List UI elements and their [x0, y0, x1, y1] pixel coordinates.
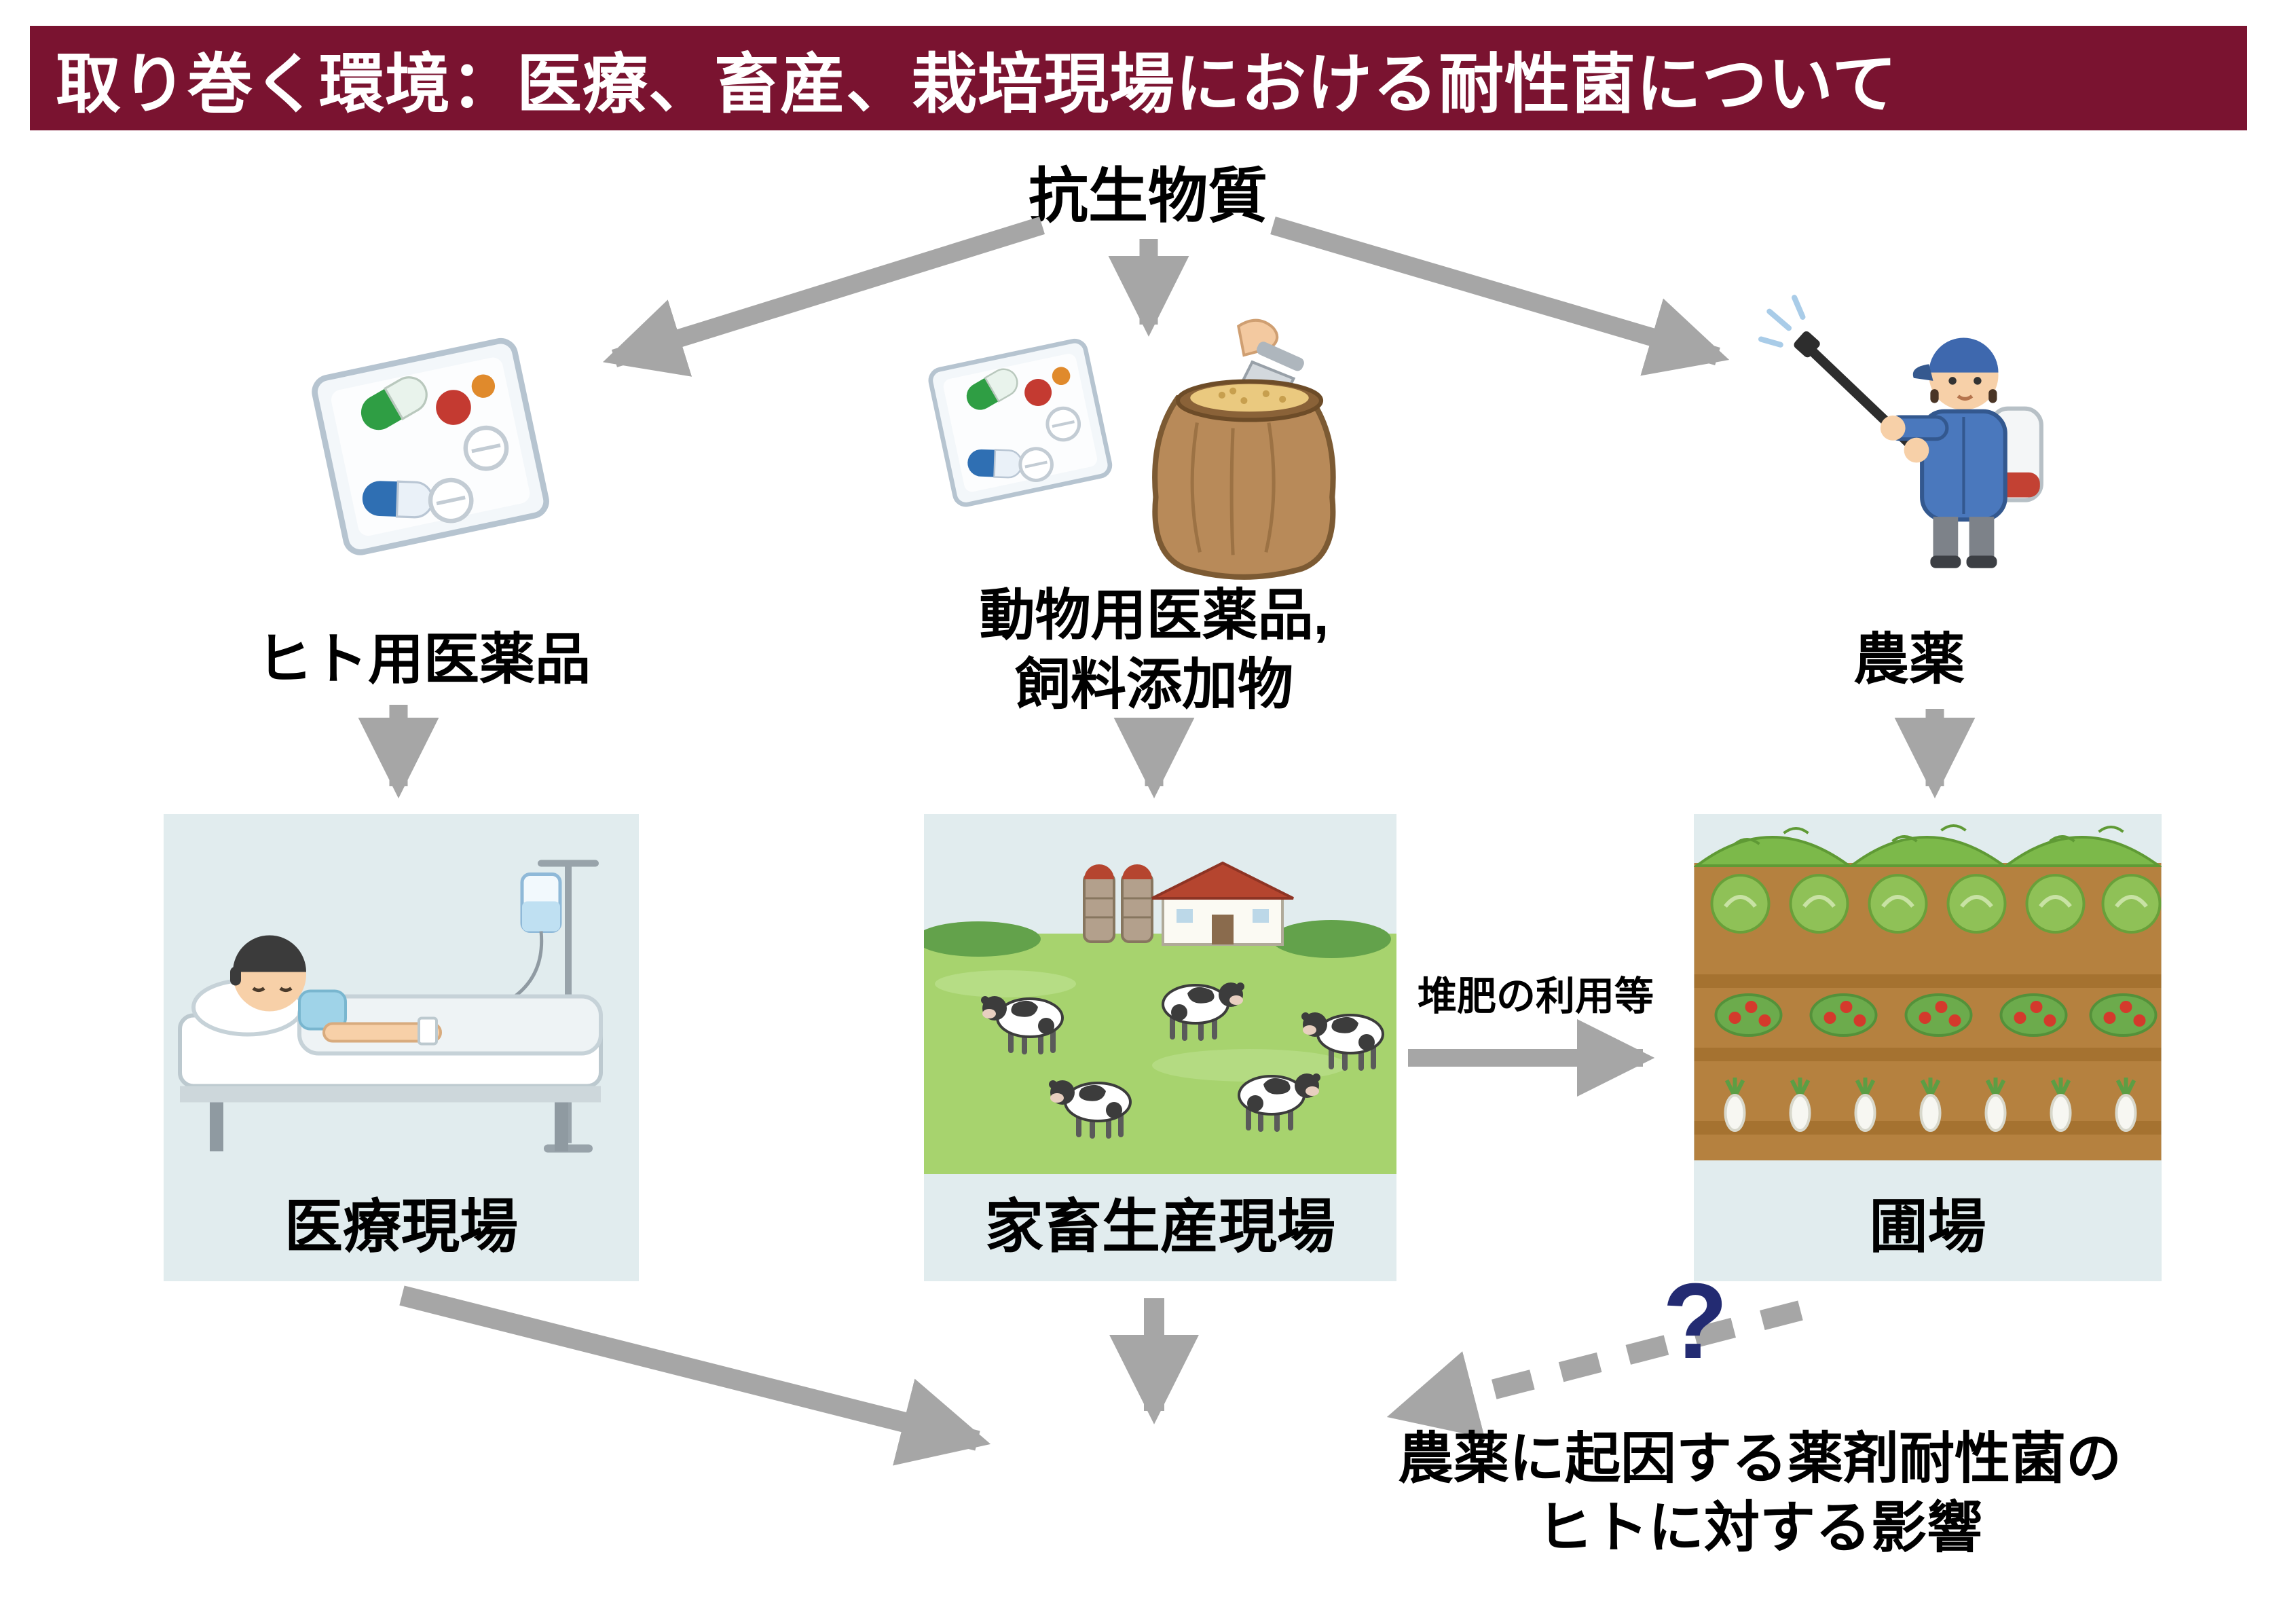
compost-use-label: 堆肥の利用等 [1417, 974, 1654, 1018]
pesticide-sprayer-farmer-icon [1758, 292, 2077, 574]
page-title: 取り巻く環境：医療、畜産、栽培現場における耐性菌について [56, 48, 1898, 121]
medicine-package-icon [285, 325, 577, 574]
arrow-medical-site-to-bottom [399, 1285, 991, 1466]
antibiotics-label: 抗生物質 [1028, 162, 1268, 229]
medicine-package-svg [312, 337, 549, 555]
spray-lines [1758, 295, 1806, 348]
field-site-box: 圃場 [1694, 814, 2162, 1281]
medicine-package-and-feed-sack-icon [913, 307, 1354, 585]
livestock-site-box: 家畜生産現場 [924, 814, 1396, 1281]
farmer-figure [1880, 337, 2043, 568]
cabbage-row [1710, 874, 2162, 934]
pesticide-label: 農薬 [1853, 629, 1965, 691]
field-site-label: 圃場 [1869, 1194, 1986, 1260]
pesticide-impact-note-line1: 農薬に起因する薬剤耐性菌の [1397, 1428, 2122, 1490]
human-medicine-label: ヒト用医薬品 [256, 629, 591, 691]
medicine-package-small [928, 338, 1113, 507]
silos [1083, 864, 1153, 943]
animal-medicine-label-line2: 飼料添加物 [1014, 654, 1294, 716]
pesticide-impact-note: 農薬に起因する薬剤耐性菌の ヒトに対する影響 [1398, 1425, 2122, 1563]
arrow-dashed-field-to-bottom [1386, 1300, 1803, 1438]
livestock-site-label: 家畜生産現場 [985, 1194, 1335, 1260]
vegetable-field-illustration [1694, 824, 2162, 1160]
hedges [1694, 824, 2162, 867]
medical-site-box: 医療現場 [164, 814, 639, 1281]
cattle-farm-illustration [924, 861, 1396, 1174]
medical-site-label: 医療現場 [284, 1194, 518, 1260]
tomato-row [1714, 993, 2158, 1037]
patient [191, 935, 603, 1056]
radish-row [1724, 1078, 2137, 1132]
farmhouse [1151, 861, 1294, 946]
animal-medicine-label-line1: 動物用医薬品, [979, 585, 1329, 646]
pesticide-sprayer-svg [1758, 295, 2043, 568]
pesticide-impact-note-line2: ヒトに対する影響 [1536, 1497, 1983, 1559]
question-mark: ? [1662, 1262, 1728, 1381]
medicine-and-feed-svg [928, 318, 1336, 580]
hospital-patient-illustration [178, 860, 603, 1153]
feed-sack [1152, 318, 1336, 580]
cows [981, 982, 1384, 1139]
title-bar: 取り巻く環境：医療、畜産、栽培現場における耐性菌について [30, 26, 2247, 130]
animal-medicine-label: 動物用医薬品, 飼料添加物 [980, 581, 1329, 720]
